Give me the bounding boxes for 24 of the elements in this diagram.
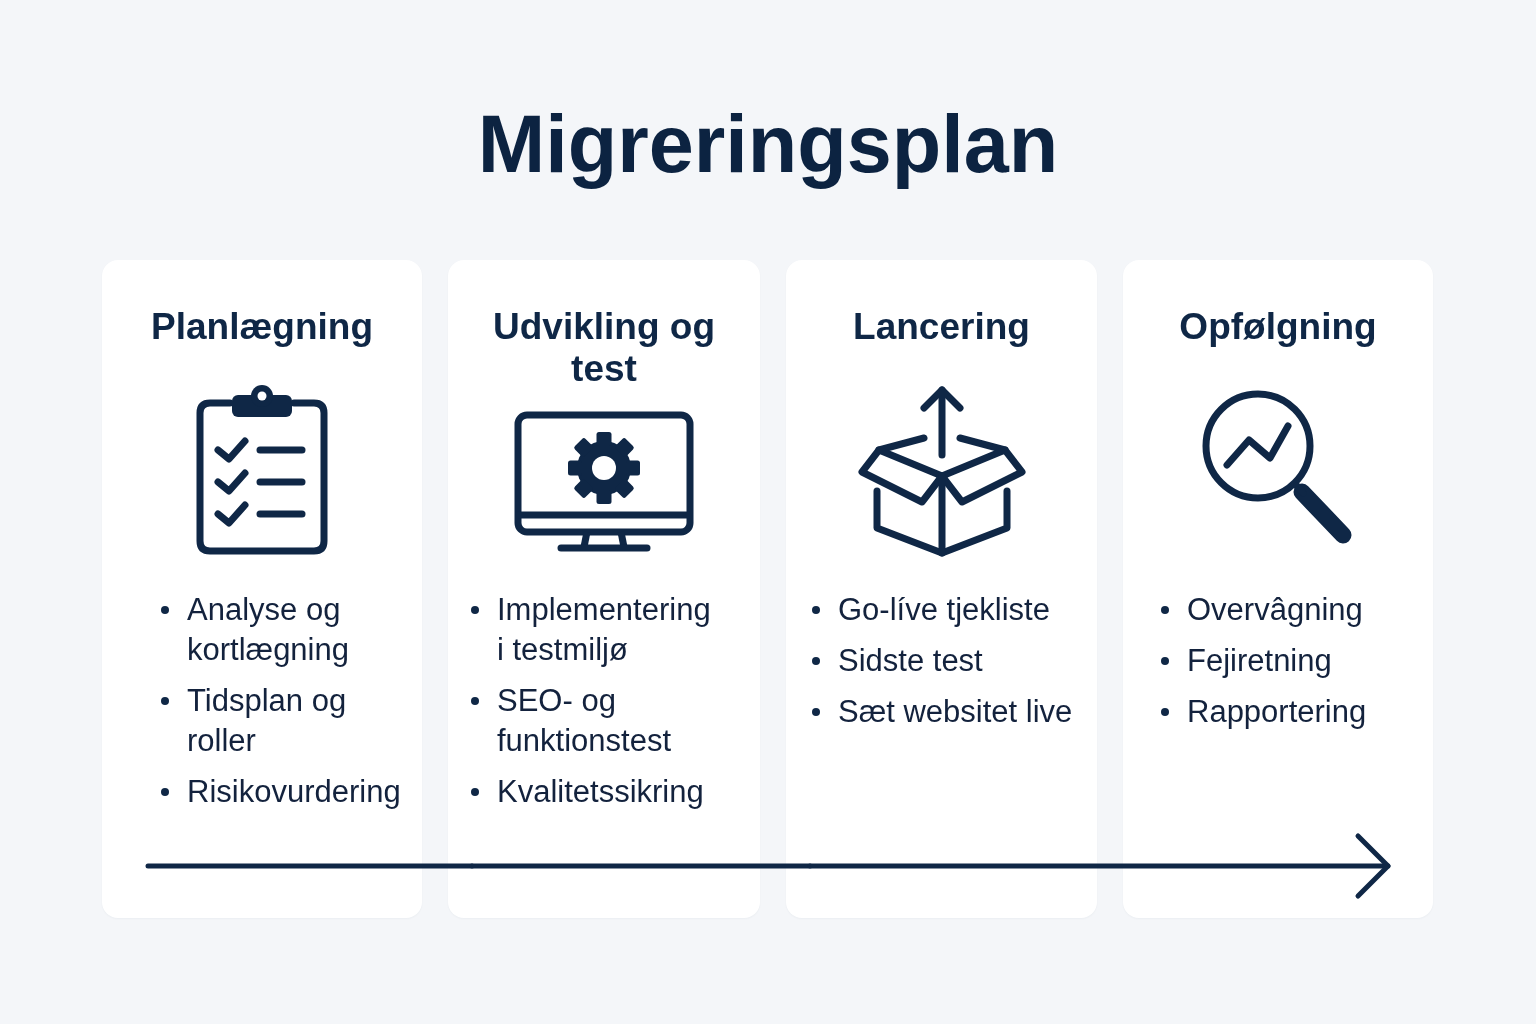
list-item-text: Kvalitetssikring — [497, 773, 704, 811]
phase-heading: Lancering — [853, 306, 1030, 347]
phase-heading: Opfølgning — [1179, 306, 1377, 347]
phase-heading: Udvikling og test — [493, 306, 715, 389]
list-item-text: Sidste test — [838, 642, 983, 680]
phase-card — [102, 260, 422, 918]
timeline-line — [469, 863, 813, 869]
list-item-text: Overvâgning — [1187, 591, 1363, 629]
list-item-text: SEO- og funktionstest — [497, 682, 673, 760]
phase-heading: Planlægning — [151, 306, 373, 347]
list-item-text: Sæt websitet live — [838, 693, 1073, 731]
phase-card — [448, 260, 760, 918]
list-item-text: Go-líve tjekliste — [838, 591, 1050, 629]
phase-card — [786, 260, 1097, 918]
timeline-line — [145, 863, 475, 869]
list-item-text: Fejiretning — [1187, 642, 1332, 680]
list-item-text: Analyse og kortlægning — [187, 591, 350, 669]
phase-card — [1123, 260, 1433, 918]
timeline-arrow — [807, 833, 1391, 899]
list-item-text: Rapportering — [1187, 693, 1367, 731]
title: Migreringsplan — [477, 98, 1059, 191]
list-item-text: Tidsplan og roller — [187, 682, 348, 760]
list-item-text: Implementering i testmiljø — [497, 591, 712, 669]
list-item-text: Risikovurdering — [187, 773, 401, 811]
